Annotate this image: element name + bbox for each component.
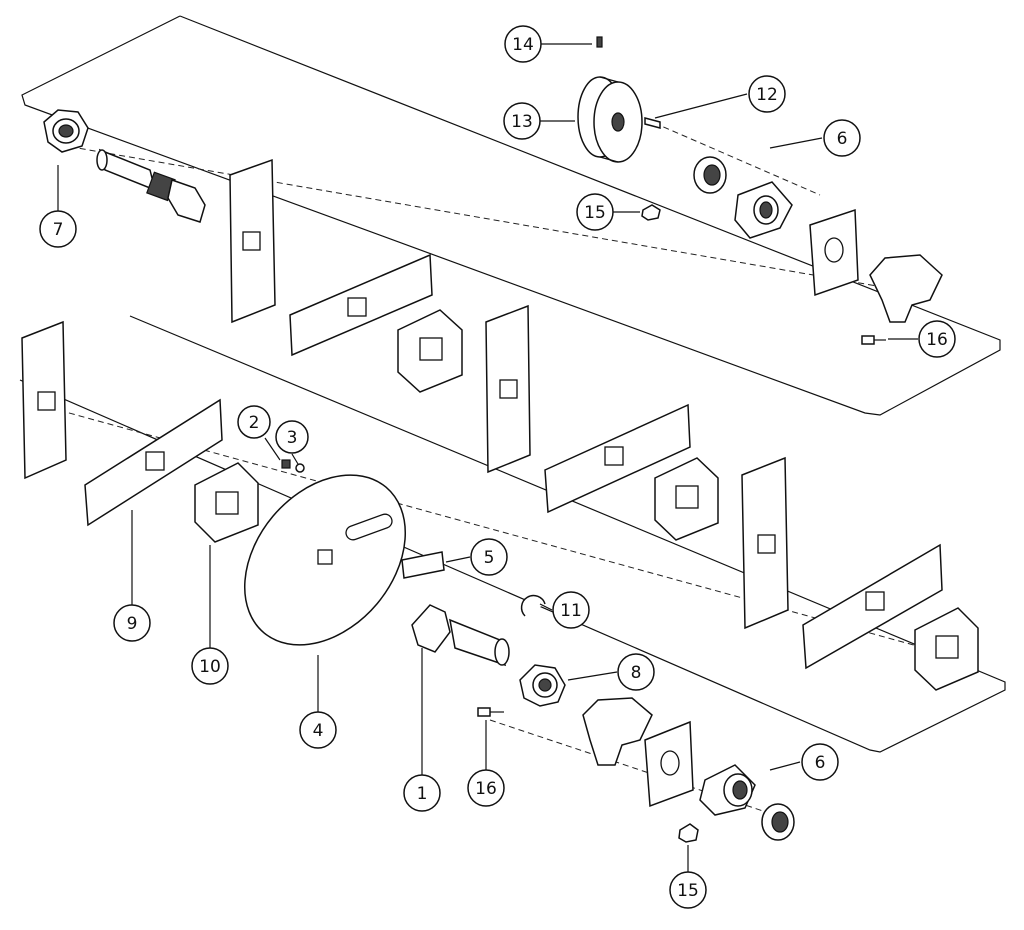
callout-8: 8 [617, 653, 655, 691]
part-16-screw-upper [861, 335, 886, 345]
part-12-key [644, 117, 661, 129]
part-upper-plate-3 [485, 304, 531, 474]
callouts: 14 13 12 6 15 16 7 2 [39, 25, 956, 909]
part-6-bearing-collar-lower [699, 764, 795, 841]
svg-text:10: 10 [199, 657, 221, 677]
svg-text:12: 12 [756, 85, 778, 105]
callout-16-lower: 16 [467, 769, 505, 807]
part-8-hex-nut [519, 664, 566, 707]
part-14-set-screw [596, 36, 603, 48]
part-7-hex-nut [43, 109, 89, 153]
part-lower-bracket [582, 697, 653, 766]
part-upper-plate-4 [544, 403, 691, 514]
svg-text:6: 6 [837, 129, 848, 149]
part-upper-end-plate [809, 208, 859, 297]
part-1-lower-shaft [411, 604, 510, 667]
callout-3: 3 [275, 420, 309, 454]
part-upper-plate-5 [741, 456, 789, 630]
part-upper-spacer-block-1 [397, 309, 463, 393]
part-upper-plate-2 [289, 253, 433, 357]
upper-axis [59, 144, 901, 291]
svg-text:5: 5 [484, 548, 495, 568]
svg-text:4: 4 [313, 721, 324, 741]
part-6-bearing-collar-upper [693, 156, 793, 239]
callout-2: 2 [237, 405, 271, 439]
part-4-disc [243, 474, 407, 646]
callout-5: 5 [470, 538, 508, 576]
part-upper-spacer-block-2 [654, 457, 719, 541]
svg-text:2: 2 [249, 413, 260, 433]
svg-text:14: 14 [512, 35, 534, 55]
part-upper-shaft [96, 148, 206, 223]
part-3-washer [295, 463, 305, 473]
part-16-screw-lower [477, 707, 504, 717]
part-lower-left-plate [21, 320, 67, 480]
part-10-spacer-block [194, 462, 259, 543]
callout-16-upper: 16 [918, 320, 956, 358]
part-upper-plate-6 [802, 543, 943, 670]
part-13-pulley [577, 76, 643, 163]
upper-assembly-outline [21, 15, 1001, 416]
svg-text:15: 15 [677, 881, 699, 901]
svg-text:1: 1 [417, 784, 428, 804]
svg-text:13: 13 [511, 112, 533, 132]
part-9-plate [84, 398, 223, 527]
lower-axis [39, 404, 951, 656]
svg-text:8: 8 [631, 663, 642, 683]
part-upper-spacer-block-3 [914, 607, 979, 691]
part-lower-end-plate [644, 720, 694, 808]
part-15-nut-upper [641, 204, 661, 221]
part-5-clip [401, 551, 445, 579]
callout-9: 9 [113, 604, 151, 642]
callout-1: 1 [403, 774, 441, 812]
svg-text:16: 16 [926, 330, 948, 350]
callout-10: 10 [191, 647, 229, 685]
svg-text:7: 7 [53, 220, 64, 240]
part-11-retaining-ring [520, 594, 546, 617]
callout-7: 7 [39, 210, 77, 248]
callout-15-lower: 15 [669, 871, 707, 909]
callout-6-lower: 6 [801, 743, 839, 781]
part-upper-plate-1 [229, 158, 276, 324]
svg-text:6: 6 [815, 753, 826, 773]
callout-12: 12 [748, 75, 786, 113]
leader-lines [57, 43, 918, 872]
part-2-screw [281, 459, 291, 469]
callout-4: 4 [299, 711, 337, 749]
callout-14: 14 [504, 25, 542, 63]
svg-text:15: 15 [584, 203, 606, 223]
svg-text:3: 3 [287, 428, 298, 448]
part-15-nut-lower [678, 823, 699, 843]
callout-15-upper: 15 [576, 193, 614, 231]
callout-11: 11 [552, 591, 590, 629]
part-upper-bracket [869, 254, 943, 323]
callout-13: 13 [503, 102, 541, 140]
callout-6-upper: 6 [823, 119, 861, 157]
svg-text:9: 9 [127, 614, 138, 634]
svg-text:11: 11 [560, 601, 582, 621]
svg-text:16: 16 [475, 779, 497, 799]
